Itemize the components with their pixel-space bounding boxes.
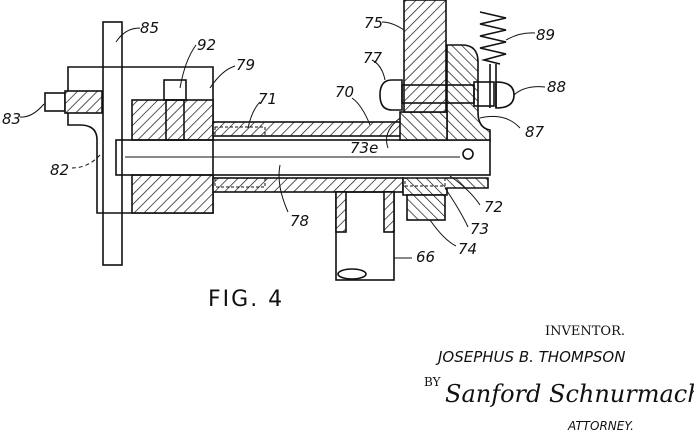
label-89: 89 bbox=[536, 26, 555, 44]
hub-87 bbox=[446, 44, 491, 141]
label-66: 66 bbox=[416, 248, 435, 266]
label-88: 88 bbox=[547, 78, 566, 96]
ring-74 bbox=[406, 194, 446, 221]
label-71: 71 bbox=[258, 90, 277, 108]
leader-lines bbox=[19, 21, 546, 259]
attorney-signature: Sanford Schnurmacher bbox=[445, 380, 694, 408]
label-78: 78 bbox=[290, 212, 309, 230]
label-77: 77 bbox=[363, 49, 383, 67]
label-92: 92 bbox=[197, 36, 216, 54]
mechanism-assembly: 85 92 79 71 70 75 77 89 88 87 83 82 73e … bbox=[2, 0, 566, 281]
label-83: 83 bbox=[2, 110, 21, 128]
shaft-78 bbox=[115, 139, 491, 176]
label-79: 79 bbox=[236, 56, 255, 74]
label-75: 75 bbox=[364, 14, 383, 32]
column-66 bbox=[335, 191, 395, 281]
label-85: 85 bbox=[140, 19, 159, 37]
label-70: 70 bbox=[335, 83, 354, 101]
spring-89 bbox=[479, 11, 507, 108]
label-87: 87 bbox=[525, 123, 545, 141]
label-73e: 73e bbox=[350, 139, 378, 157]
screw-88 bbox=[495, 81, 515, 109]
by-label: BY bbox=[424, 375, 442, 389]
plate-75 bbox=[403, 0, 447, 113]
inventor-caption: INVENTOR. bbox=[545, 324, 625, 339]
bearing-71 bbox=[214, 126, 266, 137]
tube-70 bbox=[212, 121, 414, 137]
pin bbox=[462, 148, 474, 160]
set-screw-83 bbox=[44, 92, 66, 112]
label-74: 74 bbox=[458, 240, 477, 258]
bolt-92 bbox=[163, 79, 187, 101]
collar-73 bbox=[399, 111, 448, 141]
label-72: 72 bbox=[484, 198, 503, 216]
screw-77 bbox=[379, 79, 403, 111]
label-82: 82 bbox=[50, 161, 69, 179]
label-73: 73 bbox=[470, 220, 489, 238]
figure-title: FIG. 4 bbox=[208, 287, 284, 312]
rod-85 bbox=[102, 21, 123, 266]
inventor-name: JOSEPHUS B. THOMPSON bbox=[435, 348, 625, 366]
signature-block: INVENTOR. JOSEPHUS B. THOMPSON BY Sanfor… bbox=[424, 324, 694, 433]
attorney-caption: ATTORNEY. bbox=[567, 419, 634, 433]
